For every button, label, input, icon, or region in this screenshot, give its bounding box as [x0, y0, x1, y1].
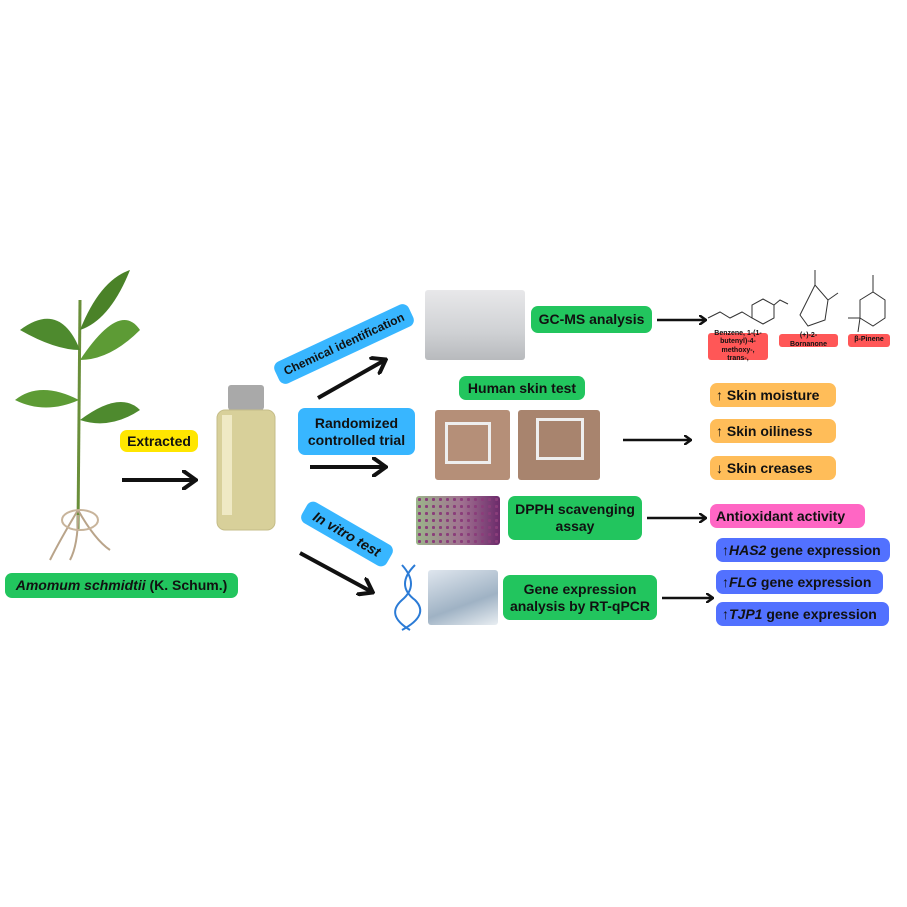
tjp1-result: ↑TJP1 gene expression: [716, 602, 889, 626]
qpcr-instrument-photo: [428, 570, 498, 625]
species-name: Amomum schmidtii: [15, 577, 146, 594]
gene-name: HAS2: [729, 541, 767, 558]
gcms-label: GC-MS analysis: [531, 306, 652, 333]
skin-creases-result: ↓ Skin creases: [710, 456, 836, 480]
skin-test-photo-left: [435, 410, 510, 480]
decrease-arrow-icon: ↓: [716, 459, 723, 476]
increase-arrow-icon: ↑: [722, 605, 729, 622]
result-text: Skin oiliness: [726, 422, 813, 439]
increase-arrow-icon: ↑: [716, 422, 723, 439]
gene-expression-label: Gene expression analysis by RT-qPCR: [503, 575, 657, 620]
dpph-label: DPPH scavenging assay: [508, 496, 642, 540]
gene-name: TJP1: [729, 605, 763, 622]
chemical-structures: [707, 270, 886, 333]
dna-icon: [394, 564, 422, 631]
increase-arrow-icon: ↑: [722, 573, 729, 590]
extracted-label: Extracted: [120, 430, 198, 452]
plant-illustration: [15, 270, 140, 561]
increase-arrow-icon: ↑: [716, 386, 723, 403]
oil-vial: [216, 385, 276, 531]
compound-3-label: β-Pinene: [848, 334, 890, 347]
arrow-invitro: [299, 551, 372, 592]
compound-2-label: (+)-2-Bornanone: [779, 332, 838, 348]
species-authority: (K. Schum.): [145, 577, 228, 594]
skin-oiliness-result: ↑ Skin oiliness: [710, 419, 836, 443]
arrow-chemical: [317, 360, 385, 400]
result-text: gene expression: [757, 573, 872, 590]
result-text: Skin moisture: [726, 386, 820, 403]
gene-name: FLG: [729, 573, 757, 590]
dpph-plate-photo: [416, 496, 500, 545]
skin-moisture-result: ↑ Skin moisture: [710, 383, 836, 407]
has2-result: ↑HAS2 gene expression: [716, 538, 890, 562]
result-text: gene expression: [766, 541, 881, 558]
result-text: Skin creases: [726, 459, 813, 476]
increase-arrow-icon: ↑: [722, 541, 729, 558]
rct-label: Randomized controlled trial: [298, 408, 415, 455]
gcms-instrument-photo: [425, 290, 525, 360]
antioxidant-result: Antioxidant activity: [710, 504, 865, 528]
flg-result: ↑FLG gene expression: [716, 570, 883, 594]
skin-test-photo-right: [518, 410, 600, 480]
result-text: gene expression: [762, 605, 877, 622]
species-label: Amomum schmidtii (K. Schum.): [5, 573, 238, 598]
compound-1-label: Benzene, 1-(1-butenyl)-4-methoxy-, trans…: [708, 330, 768, 362]
human-skin-test-label: Human skin test: [459, 376, 585, 400]
